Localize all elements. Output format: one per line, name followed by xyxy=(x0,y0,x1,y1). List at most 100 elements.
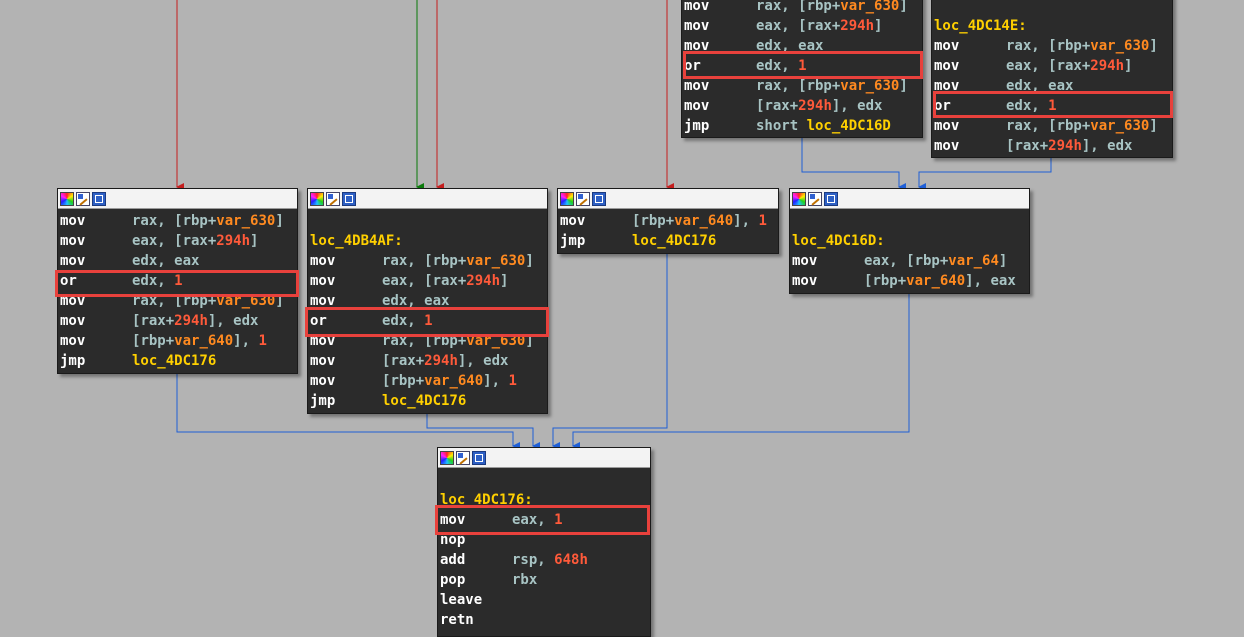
asm-line[interactable]: leave xyxy=(440,590,650,610)
asm-line[interactable] xyxy=(792,211,1029,231)
label[interactable]: loc_4DC176 xyxy=(632,233,717,249)
group-nodes-icon[interactable] xyxy=(824,191,838,206)
stack-var[interactable]: var_630 xyxy=(840,78,900,94)
asm-line[interactable]: loc_4DC16D: xyxy=(792,231,1029,251)
group-nodes-icon[interactable] xyxy=(472,450,486,465)
color-picker-icon[interactable] xyxy=(792,191,806,206)
rename-icon[interactable] xyxy=(808,191,822,206)
group-nodes-icon[interactable] xyxy=(342,191,356,206)
label[interactable]: loc_4DC176 xyxy=(382,393,467,409)
rename-icon[interactable] xyxy=(76,191,90,206)
asm-line[interactable]: mov[rax+294h], edx xyxy=(310,351,547,371)
asm-line[interactable]: mov[rax+294h], edx xyxy=(684,96,922,116)
color-picker-icon[interactable] xyxy=(560,191,574,206)
mnemonic: jmp xyxy=(310,393,336,409)
stack-var[interactable]: var_630 xyxy=(466,253,526,269)
mnemonic: or xyxy=(934,98,951,114)
asm-line[interactable]: retn xyxy=(440,610,650,630)
block-titlebar xyxy=(58,189,297,209)
asm-line[interactable]: mov[rbp+var_640], 1 xyxy=(310,371,547,391)
immediate: 294h xyxy=(798,98,832,114)
operand: ] xyxy=(1149,118,1158,134)
rename-icon[interactable] xyxy=(576,191,590,206)
stack-var[interactable]: var_640 xyxy=(906,273,966,289)
stack-var[interactable]: var_630 xyxy=(1090,118,1150,134)
asm-line[interactable]: mov[rbp+var_640], eax xyxy=(792,271,1029,291)
group-nodes-icon[interactable] xyxy=(592,191,606,206)
rename-icon[interactable] xyxy=(326,191,340,206)
color-picker-icon[interactable] xyxy=(310,191,324,206)
group-nodes-icon[interactable] xyxy=(92,191,106,206)
asm-line[interactable]: mov[rbp+var_640], 1 xyxy=(60,331,297,351)
label[interactable]: loc_4DC176 xyxy=(132,353,217,369)
operand: rax+ xyxy=(390,353,425,369)
rename-icon[interactable] xyxy=(456,450,470,465)
asm-line[interactable]: loc_4DC176: xyxy=(440,490,650,510)
stack-var[interactable]: var_64 xyxy=(948,253,999,269)
stack-var[interactable]: var_640 xyxy=(424,373,484,389)
stack-var[interactable]: var_630 xyxy=(216,213,276,229)
asm-line[interactable] xyxy=(934,0,1172,16)
label[interactable]: loc_4DC16D xyxy=(806,118,891,134)
stack-var[interactable]: var_640 xyxy=(674,213,734,229)
asm-line[interactable] xyxy=(440,470,650,490)
operand: eax, [ xyxy=(1006,58,1057,74)
label[interactable]: loc_4DC14E: xyxy=(934,18,1027,34)
label[interactable]: loc_4DC16D: xyxy=(792,233,885,249)
asm-line[interactable]: loc_4DC14E: xyxy=(934,16,1172,36)
asm-line[interactable]: mov[rax+294h], edx xyxy=(60,311,297,331)
asm-line[interactable]: jmp loc_4DC176 xyxy=(310,391,547,411)
stack-var[interactable]: var_640 xyxy=(174,333,234,349)
asm-line[interactable]: mov[rax+294h], edx xyxy=(934,136,1172,156)
immediate: 1 xyxy=(798,58,807,74)
label[interactable]: loc_4DC176: xyxy=(440,492,533,508)
asm-line[interactable]: mov[rbp+var_640], 1 xyxy=(560,211,778,231)
operand: rbp+ xyxy=(1056,118,1091,134)
asm-line[interactable] xyxy=(310,211,547,231)
asm-line[interactable]: nop xyxy=(440,530,650,550)
asm-line[interactable]: loc_4DB4AF: xyxy=(310,231,547,251)
block-titlebar xyxy=(558,189,778,209)
color-picker-icon[interactable] xyxy=(440,450,454,465)
stack-var[interactable]: var_630 xyxy=(216,293,276,309)
stack-var[interactable]: var_630 xyxy=(466,333,526,349)
label[interactable]: loc_4DB4AF: xyxy=(310,233,403,249)
color-picker-icon[interactable] xyxy=(60,191,74,206)
stack-var[interactable]: var_630 xyxy=(840,0,900,14)
stack-var[interactable]: var_630 xyxy=(1090,38,1150,54)
